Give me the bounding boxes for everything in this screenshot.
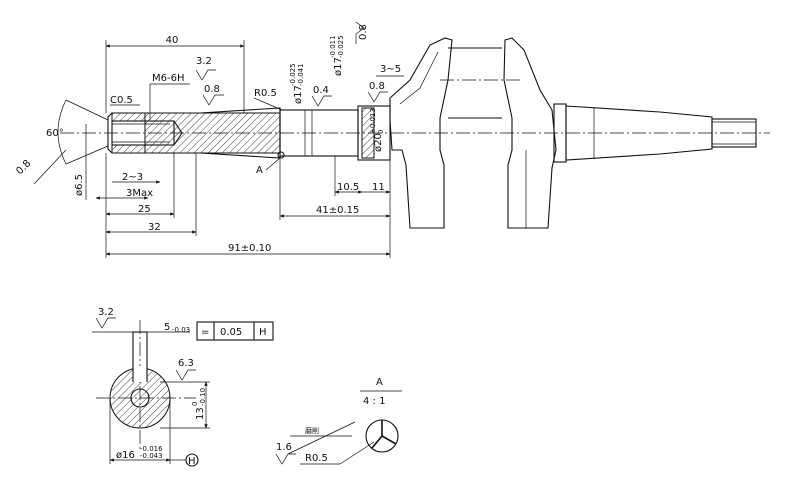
svg-text:0: 0	[377, 130, 385, 134]
roughness-0-8-vertical: 0.8	[358, 24, 369, 40]
detail-fillet	[371, 420, 397, 449]
svg-text:ø6.5: ø6.5	[74, 174, 85, 196]
roughness-6-3: 6.3	[175, 358, 196, 381]
dim-3max: 3Max	[126, 188, 153, 199]
dim-25: 25	[138, 204, 151, 215]
roughness-3-2-top: 3.2	[195, 56, 216, 81]
dia16-lower: -0.043	[140, 452, 163, 460]
svg-text:-0.041: -0.041	[297, 63, 305, 86]
roughness-0-4: 0.4	[311, 85, 332, 107]
tol-datum: H	[259, 327, 267, 338]
dim-2-3: 2~3	[122, 172, 143, 183]
dia17-b-label: ø17 -0.011 -0.025	[329, 35, 345, 76]
dim-40: 40	[166, 35, 179, 46]
thread-hole-hatch-bottom	[111, 144, 146, 154]
detail-roughness-leader	[287, 421, 356, 455]
shoulder-20	[357, 105, 391, 161]
depth-label: 13 0 -0.10	[191, 388, 207, 420]
roughness-0-8-left: 0.8	[14, 158, 33, 177]
dia20-label: ø20 +0.013 0	[369, 108, 385, 152]
center-hole	[130, 388, 150, 408]
drill-point	[173, 120, 183, 146]
svg-text:ø17: ø17	[333, 57, 344, 76]
dim-32: 32	[148, 222, 161, 233]
detail-radius: R0.5	[305, 453, 328, 464]
roughness-0-8-top: 0.8	[202, 84, 224, 106]
svg-text:-0.011: -0.011	[329, 35, 337, 58]
roughness-3-2-section: 3.2	[95, 307, 116, 329]
svg-text:ø17: ø17	[293, 85, 304, 104]
roughness-0-8-left-leader	[33, 149, 67, 185]
svg-text:0.8: 0.8	[14, 158, 33, 177]
tol-symbol: =	[201, 327, 209, 338]
shoulder-hatch	[361, 107, 375, 159]
svg-text:1.6: 1.6	[276, 442, 292, 453]
angle-leg-2	[65, 145, 109, 165]
angle-60: 60°	[46, 128, 64, 139]
output-taper	[565, 105, 713, 161]
dim-3-5: 3~5	[380, 64, 401, 75]
tol-value: 0.05	[220, 327, 242, 338]
svg-text:-0.025: -0.025	[337, 35, 345, 58]
svg-text:0.8: 0.8	[204, 84, 220, 95]
svg-text:ø20: ø20	[373, 133, 384, 152]
dia16: ø16	[116, 450, 135, 461]
svg-text:0.8: 0.8	[358, 24, 369, 40]
dia17-a-label: ø17 -0.025 -0.041	[289, 63, 305, 104]
svg-text:0.8: 0.8	[369, 81, 385, 92]
keyway-cut	[133, 366, 147, 382]
dim-41: 41±0.15	[316, 205, 359, 216]
svg-text:3.2: 3.2	[98, 307, 114, 318]
datum-h-circle	[185, 453, 199, 467]
datum-h: H	[188, 456, 196, 467]
section-view: 3.2 5 -0.03 = 0.05 H 6.3 13 0 -0.10	[92, 307, 274, 467]
crank-web-left	[389, 37, 453, 229]
detail-ref-leader	[265, 157, 281, 171]
roughness-0-8-shoulder: 0.8	[367, 81, 388, 103]
svg-text:13: 13	[195, 407, 206, 420]
dia6-5-label: ø6.5	[74, 174, 85, 196]
detail-view: A 4 : 1 1.6 磨削 R0.5	[275, 377, 402, 465]
crank-web-left-inner	[399, 51, 439, 105]
output-thread	[711, 118, 757, 148]
dim-10-5: 10.5	[337, 182, 359, 193]
thread-spec: M6-6H	[152, 73, 184, 84]
angle-leg-1	[65, 99, 109, 121]
keyway-width: 5	[164, 322, 170, 333]
detail-ref-a: A	[256, 165, 263, 176]
keyway-tol: -0.03	[172, 326, 190, 334]
dia16-upper: -0.016	[140, 445, 163, 453]
chamfer-c05: C0.5	[110, 95, 133, 106]
detail-scale: 4 : 1	[363, 396, 385, 407]
svg-text:0: 0	[191, 402, 199, 406]
svg-text:6.3: 6.3	[178, 358, 194, 369]
detail-a-marker	[277, 151, 285, 159]
angle-arc	[57, 99, 67, 165]
detail-radius-leader	[339, 441, 375, 465]
crank-web-right	[503, 37, 557, 229]
svg-text:-0.025: -0.025	[289, 63, 297, 86]
svg-text:0.4: 0.4	[313, 85, 329, 96]
detail-label: A	[376, 377, 383, 388]
roughness-0-8-vertical-mark	[355, 21, 365, 44]
svg-text:3.2: 3.2	[196, 56, 212, 67]
roughness-1-6: 1.6	[275, 442, 296, 465]
svg-text:+0.013: +0.013	[369, 108, 377, 134]
thread-hole	[111, 120, 175, 146]
shaft-section-hatch	[144, 112, 281, 154]
main-view: 40 3.2 M6-6H C0.5 0.8 R0.5 ø17 -0.025 -0…	[14, 21, 770, 258]
dim-91: 91±0.10	[228, 243, 271, 254]
svg-text:-0.10: -0.10	[199, 388, 207, 406]
dim-11: 11	[372, 182, 385, 193]
radius-r05: R0.5	[254, 88, 277, 99]
radius-leader	[253, 97, 283, 111]
detail-note: 磨削	[305, 426, 319, 435]
thread-hole-hatch-top	[111, 112, 146, 122]
tolerance-frame: = 0.05 H	[196, 321, 274, 341]
